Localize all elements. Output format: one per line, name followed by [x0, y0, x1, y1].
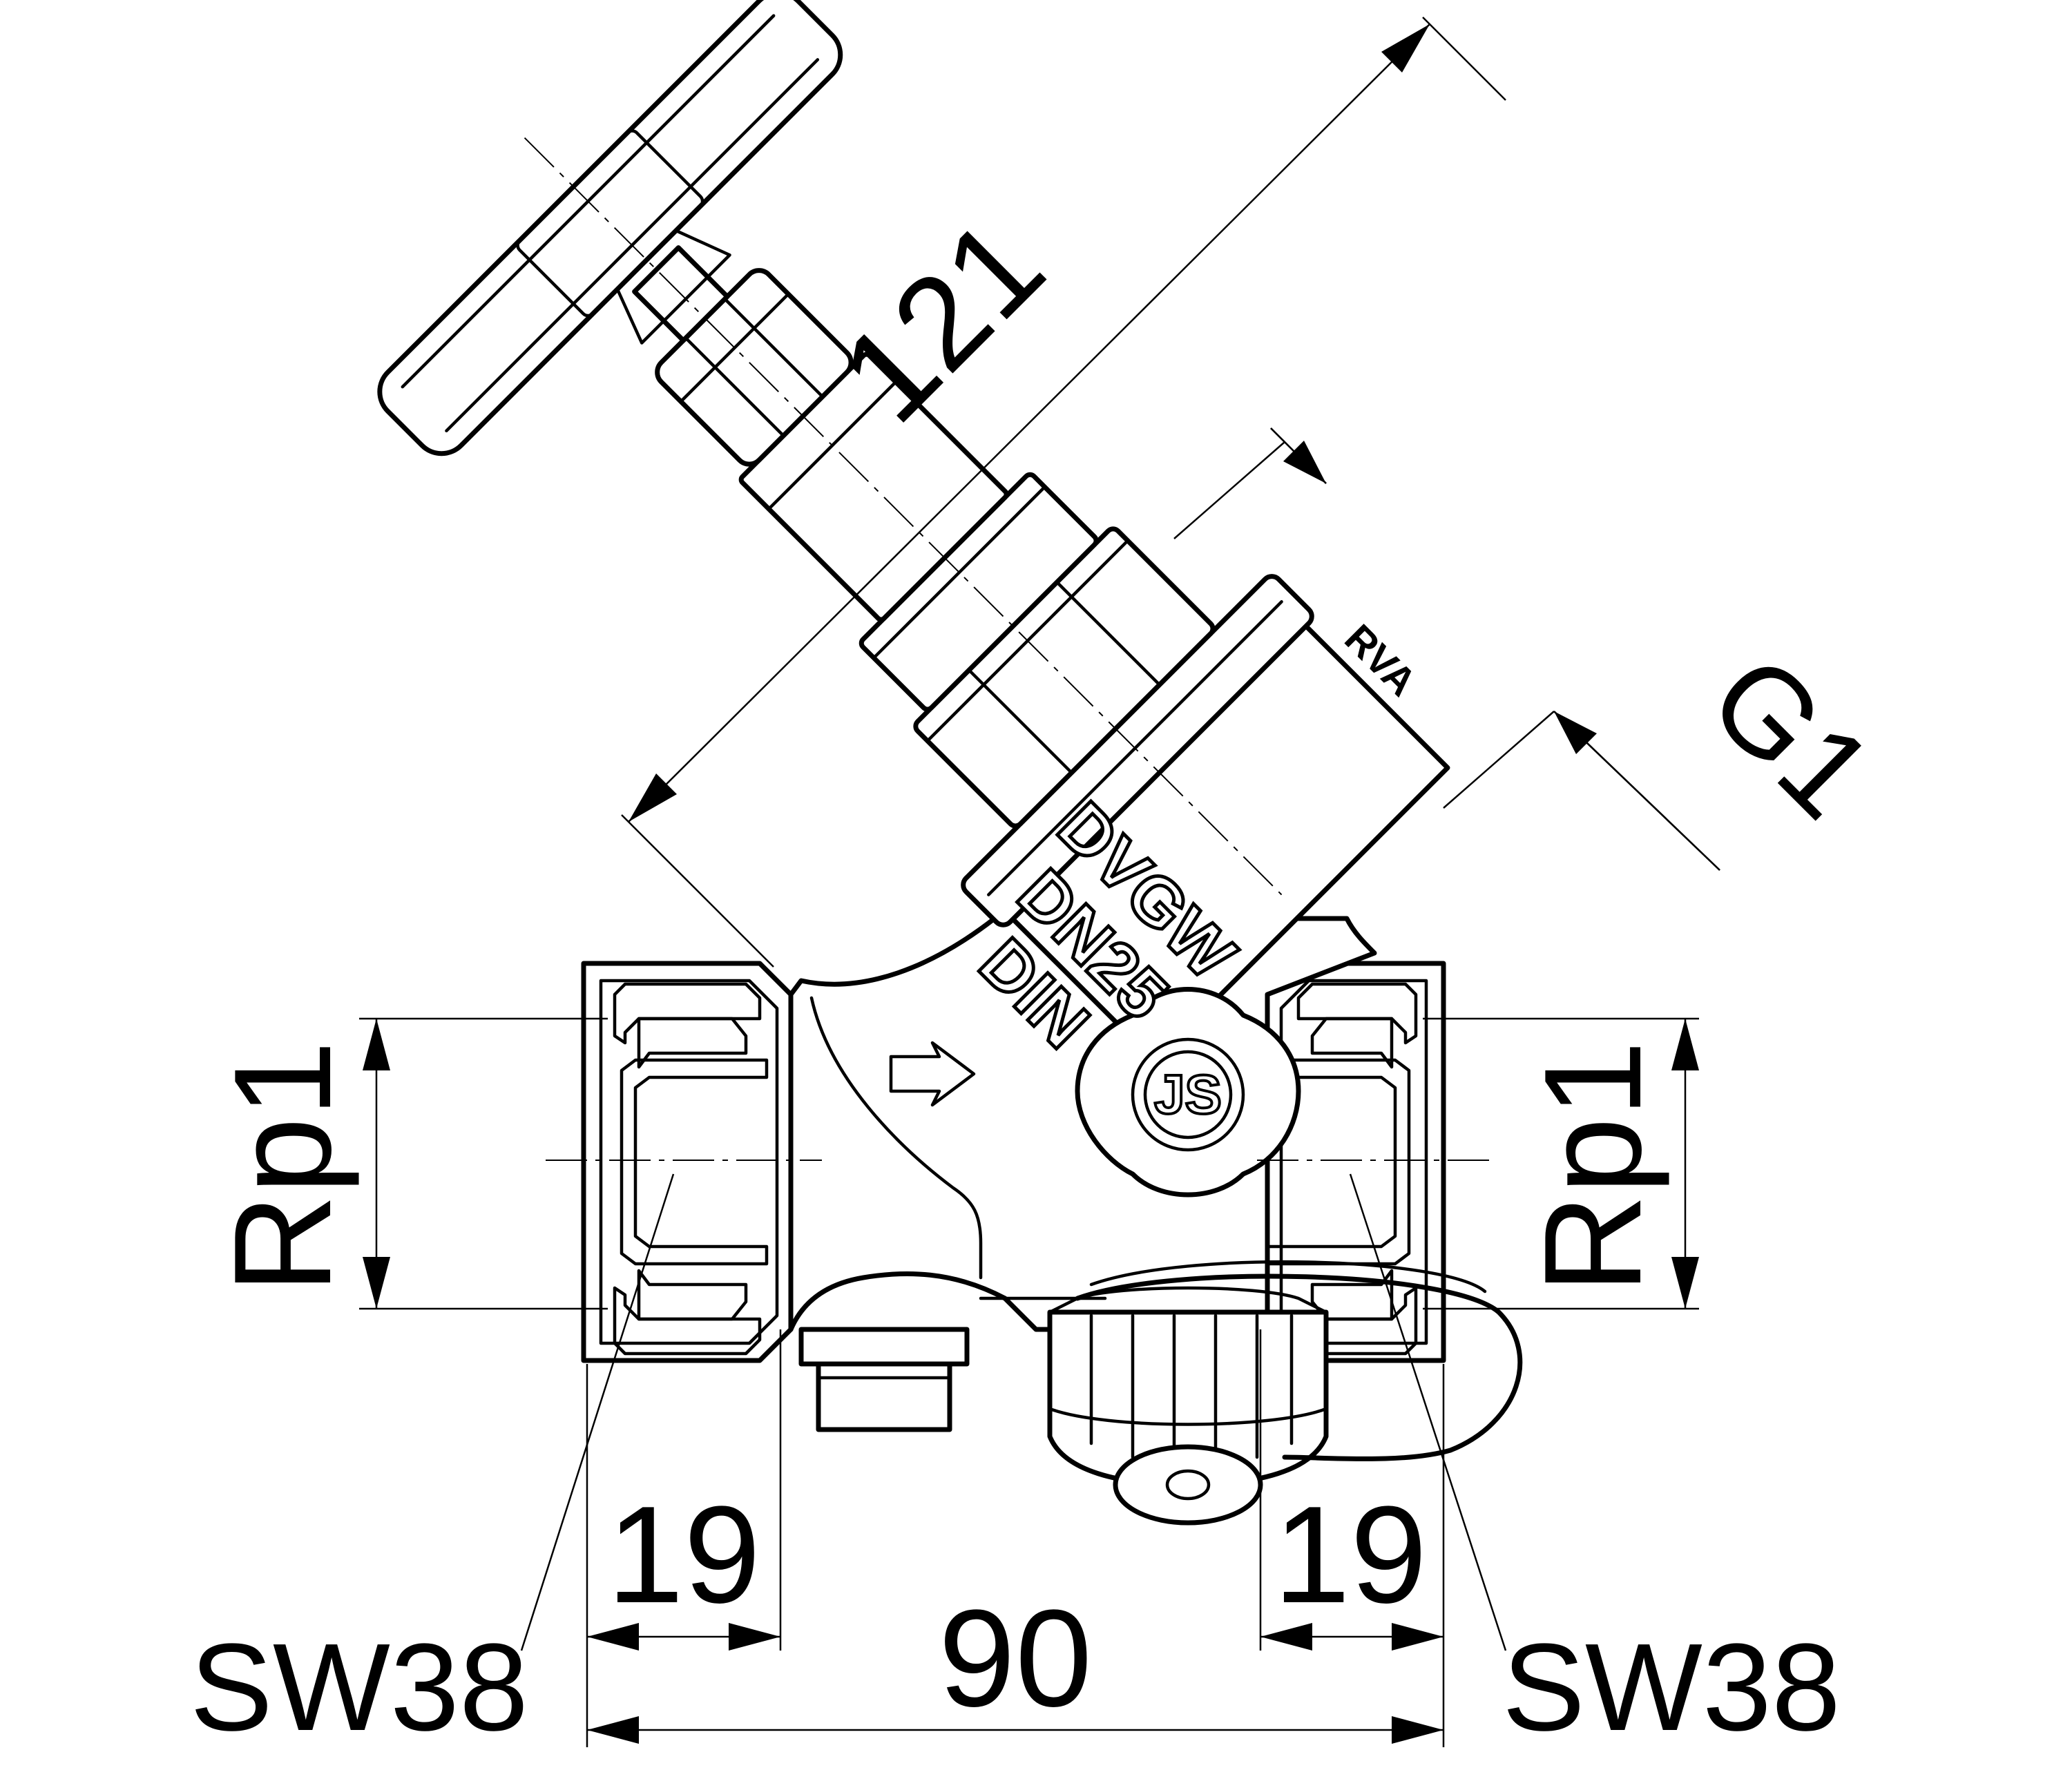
leader-sw38-right [1349, 1173, 1507, 1651]
label-g1: G1 [1684, 629, 1899, 845]
label-19-right: 19 [1274, 1478, 1427, 1632]
flow-arrow-icon [889, 1041, 976, 1107]
label-sw38-left: SW38 [190, 1618, 528, 1757]
test-valve [1075, 987, 1301, 1198]
dim-g1 [1173, 427, 1720, 871]
label-sw38-right: SW38 [1502, 1618, 1841, 1757]
dim-121 [621, 17, 1506, 968]
label-rp1-left: Rp1 [206, 1041, 360, 1294]
label-19-left: 19 [607, 1478, 760, 1632]
leader-sw38-left [520, 1173, 675, 1651]
dim-rp1-right [1423, 1017, 1699, 1310]
left-port-nut [581, 961, 794, 1363]
label-90: 90 [939, 1581, 1092, 1735]
test-cap [1047, 1260, 1523, 1526]
dim-19-right [1260, 1623, 1443, 1651]
dim-90 [587, 1716, 1443, 1744]
right-port-nut [1262, 961, 1446, 1363]
drain-plug [798, 1327, 970, 1432]
logo-mark: JS [1154, 1064, 1222, 1125]
dim-19-left [587, 1623, 780, 1651]
label-rp1-right: Rp1 [1516, 1041, 1670, 1294]
bonnet-assembly [377, 0, 1450, 1064]
dim-rp1-left [359, 1017, 608, 1310]
